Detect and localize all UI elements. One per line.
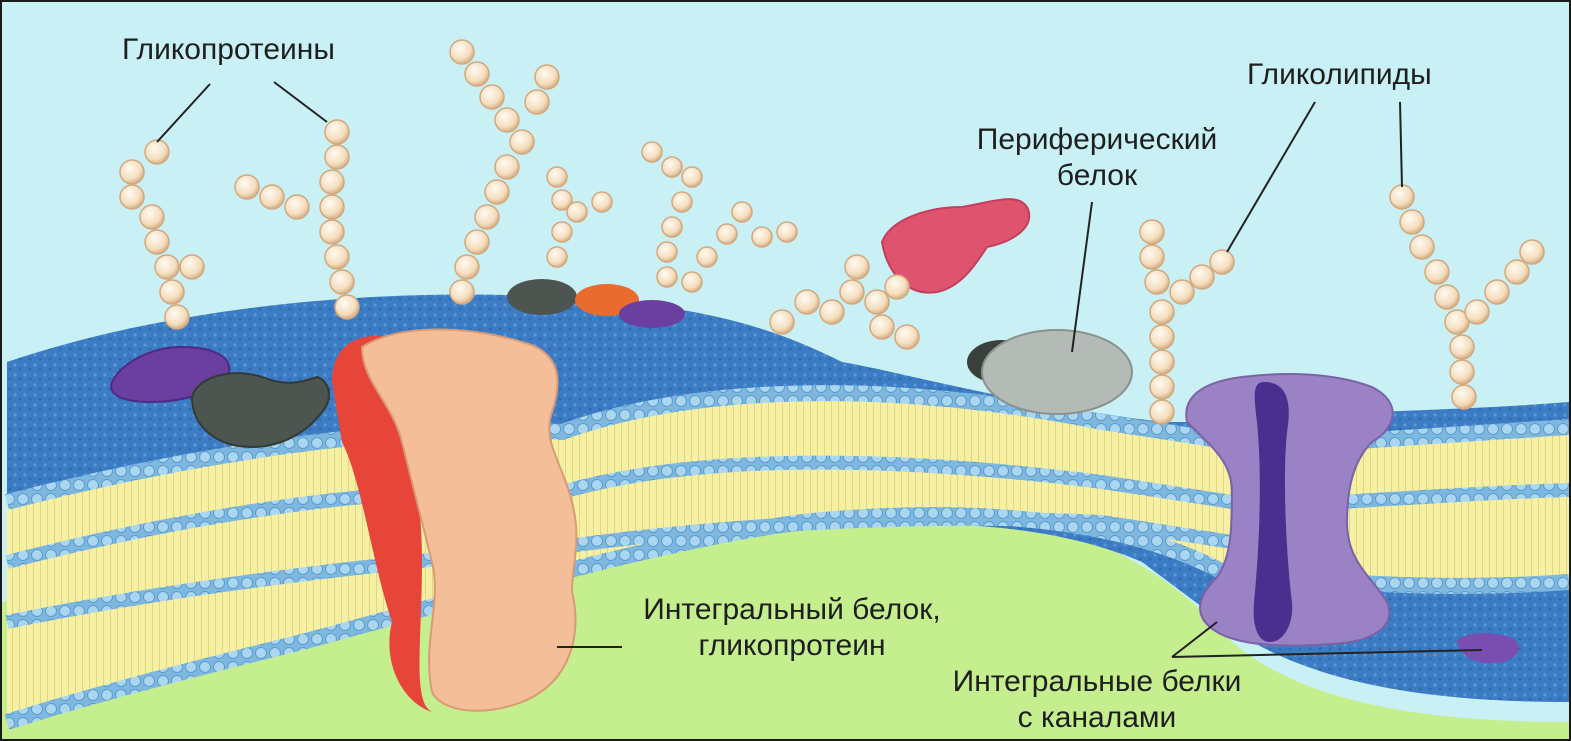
label-glycoproteins: Гликопротеины [122,32,335,68]
label-integral-protein: Интегральный белок, гликопротеин [602,592,982,664]
label-glycolipids: Гликолипиды [1247,57,1432,93]
label-peripheral-line2: белок [952,158,1242,194]
label-channels-line2: с каналами [917,700,1277,736]
label-peripheral-protein: Периферический белок [952,122,1242,194]
label-integral-line2: гликопротеин [602,628,982,664]
label-integral-line1: Интегральный белок, [602,592,982,628]
label-peripheral-line1: Периферический [952,122,1242,158]
label-channel-proteins: Интегральные белки с каналами [917,664,1277,736]
label-channels-line1: Интегральные белки [917,664,1277,700]
